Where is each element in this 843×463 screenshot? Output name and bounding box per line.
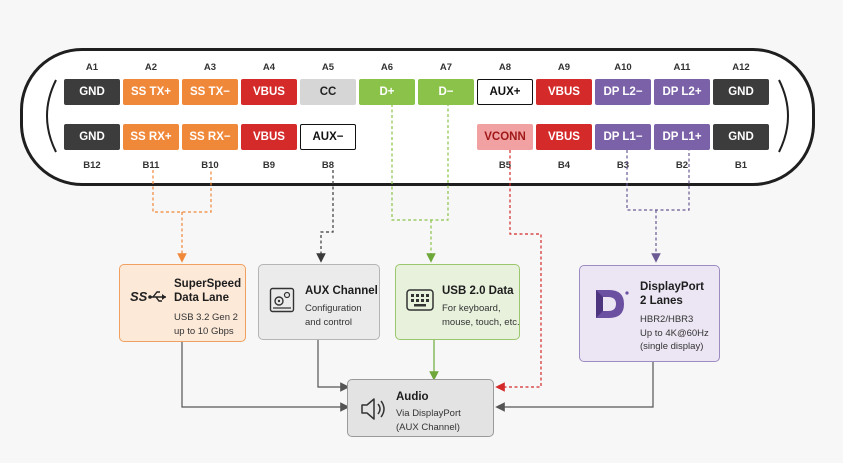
pin-a8: AUX+ (477, 79, 533, 105)
pin-a1: GND (64, 79, 120, 105)
pin-label-b2: B2 (675, 160, 689, 171)
pin-b3: DP L1− (595, 124, 651, 150)
pin-b9: VBUS (241, 124, 297, 150)
pin-label-a9: A9 (557, 62, 571, 73)
pin-label-b8: B8 (321, 160, 335, 171)
pin-label-b5: B5 (498, 160, 512, 171)
pin-label-b3: B3 (616, 160, 630, 171)
usb2-data-title: USB 2.0 Data (442, 285, 514, 297)
pin-b2: DP L1+ (654, 124, 710, 150)
pin-label-b11: B11 (142, 160, 160, 171)
pin-a6: D+ (359, 79, 415, 105)
aux-channel-title: AUX Channel (305, 285, 378, 297)
speaker-icon (361, 398, 385, 420)
pin-a11: DP L2+ (654, 79, 710, 105)
superspeed-card: SS SuperSpeed Data Lane USB 3.2 Gen 2 up… (119, 264, 246, 342)
pin-b10: SS RX− (182, 124, 238, 150)
displayport-card: DisplayPort 2 Lanes HBR2/HBR3 Up to 4K@6… (579, 265, 720, 362)
pin-label-a4: A4 (262, 62, 276, 73)
pin-label-a10: A10 (614, 62, 632, 73)
pin-label-a11: A11 (673, 62, 691, 73)
pin-label-b1: B1 (734, 160, 748, 171)
settings-panel-icon (269, 287, 295, 313)
pin-b1: GND (713, 124, 769, 150)
audio-title: Audio (396, 391, 429, 403)
superspeed-desc: USB 3.2 Gen 2 up to 10 Gbps (174, 312, 238, 337)
pin-label-b9: B9 (262, 160, 276, 171)
pin-b12: GND (64, 124, 120, 150)
superspeed-usb-icon: SS (130, 289, 166, 304)
pin-label-a8: A8 (498, 62, 512, 73)
usb2-data-card: USB 2.0 Data For keyboard, mouse, touch,… (395, 264, 520, 340)
pin-a3: SS TX− (182, 79, 238, 105)
svg-text:SS: SS (130, 289, 148, 304)
pin-a12: GND (713, 79, 769, 105)
pin-label-a12: A12 (732, 62, 750, 73)
pin-b11: SS RX+ (123, 124, 179, 150)
pin-label-a2: A2 (144, 62, 158, 73)
pin-a4: VBUS (241, 79, 297, 105)
audio-desc: Via DisplayPort (AUX Channel) (396, 408, 461, 433)
usb-c-connector-outline (20, 48, 815, 186)
audio-card: Audio Via DisplayPort (AUX Channel) (347, 379, 494, 437)
pin-a7: D− (418, 79, 474, 105)
pin-label-a5: A5 (321, 62, 335, 73)
aux-channel-desc: Configuration and control (305, 303, 362, 328)
pin-a5: CC (300, 79, 356, 105)
pin-a9: VBUS (536, 79, 592, 105)
superspeed-title: SuperSpeed Data Lane (174, 278, 242, 304)
pin-label-b12: B12 (83, 160, 101, 171)
pin-b4: VBUS (536, 124, 592, 150)
pin-label-a1: A1 (85, 62, 99, 73)
pin-a10: DP L2− (595, 79, 651, 105)
pin-label-b4: B4 (557, 160, 571, 171)
pin-label-a7: A7 (439, 62, 453, 73)
pin-label-a3: A3 (203, 62, 217, 73)
displayport-logo-icon (596, 290, 629, 318)
pin-label-a6: A6 (380, 62, 394, 73)
keyboard-icon (406, 289, 434, 311)
displayport-title: DisplayPort 2 Lanes (640, 281, 704, 307)
displayport-desc: HBR2/HBR3 Up to 4K@60Hz (single display) (640, 314, 709, 352)
pin-label-b10: B10 (201, 160, 219, 171)
pin-b8: AUX− (300, 124, 356, 150)
aux-channel-card: AUX Channel Configuration and control (258, 264, 380, 340)
pin-b5: VCONN (477, 124, 533, 150)
usb2-data-desc: For keyboard, mouse, touch, etc. (442, 303, 520, 328)
pin-a2: SS TX+ (123, 79, 179, 105)
